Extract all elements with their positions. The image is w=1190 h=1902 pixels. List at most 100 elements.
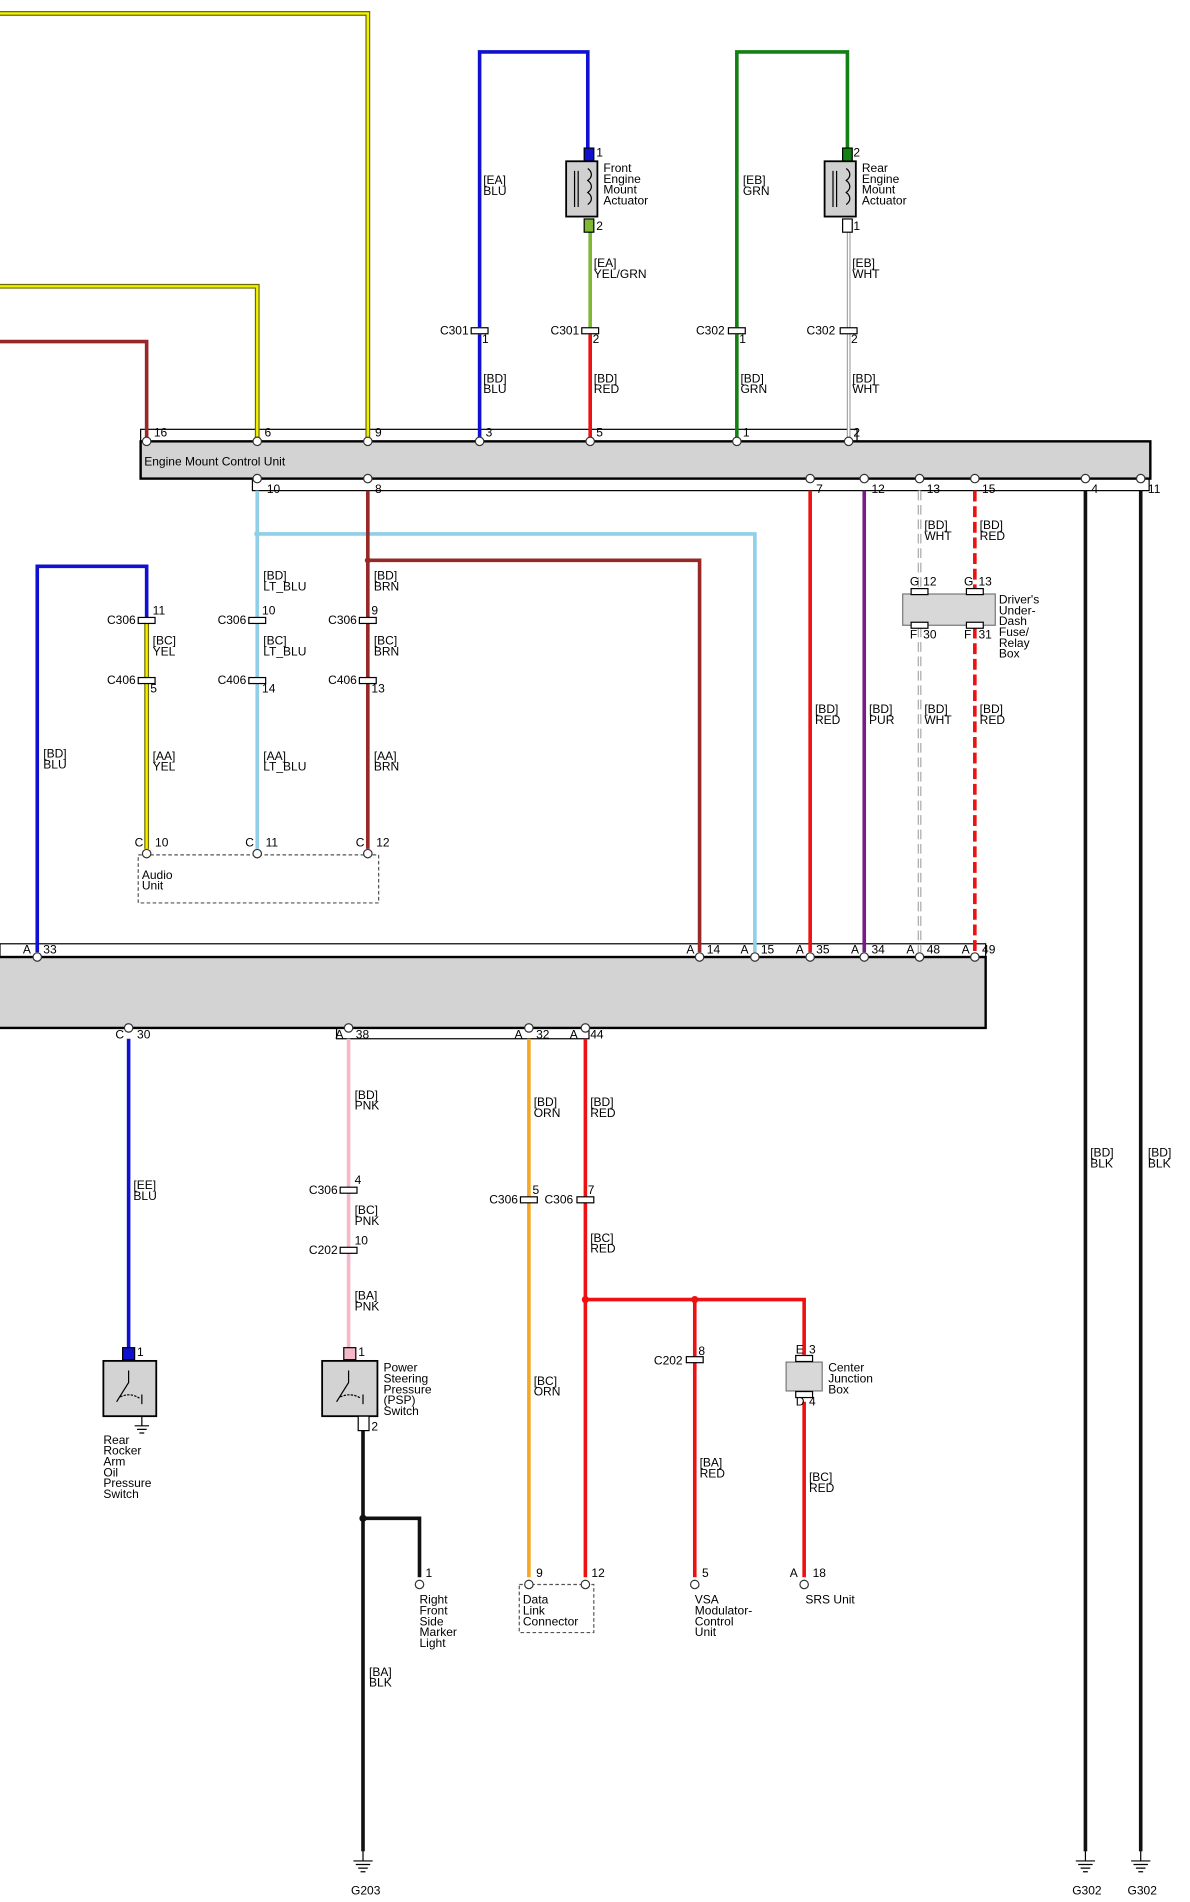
pin-text: C406 <box>218 673 247 687</box>
pin-text: C301 <box>440 323 469 337</box>
brown-wire-top <box>0 339 149 442</box>
inline-connector <box>358 676 377 685</box>
pin <box>363 473 373 484</box>
pin-text: A <box>796 942 804 956</box>
pin-text: C <box>356 835 365 849</box>
pin-text: 6 <box>264 426 271 440</box>
pin-text: 10 <box>267 482 281 496</box>
pin-text: 15 <box>761 942 775 956</box>
pin-text: 1 <box>137 1345 144 1359</box>
inline-connector <box>910 621 929 629</box>
pin <box>252 436 263 447</box>
pin-text: C406 <box>328 673 357 687</box>
blu-wire-ea <box>477 50 590 328</box>
pin <box>414 1579 425 1590</box>
pin-text: C306 <box>545 1192 574 1206</box>
inline-connector <box>519 1196 538 1204</box>
wire-label: [BC]LT_BLU <box>263 633 306 658</box>
pin-text: 10 <box>355 1233 369 1247</box>
pin-text: C302 <box>696 323 725 337</box>
wire-label: [BD]BLK <box>1148 1146 1171 1171</box>
inline-connector <box>576 1196 595 1204</box>
pin-text: C <box>245 835 254 849</box>
inline-connector <box>839 327 858 335</box>
pin-text: 33 <box>43 942 57 956</box>
pin <box>732 436 742 447</box>
inline-connector <box>470 327 489 335</box>
pin-text: A <box>686 942 694 956</box>
wire-label: [EB]GRN <box>743 173 770 198</box>
pin-text: 1 <box>358 1345 365 1359</box>
pin-text: 1 <box>596 145 603 159</box>
pin-text: 2 <box>596 219 603 233</box>
grn-wire-eb <box>735 50 850 328</box>
pin-text: F <box>964 627 971 641</box>
pin <box>859 952 870 962</box>
pin <box>524 1023 534 1033</box>
pin-text: 34 <box>871 942 885 956</box>
pin-text: A <box>335 1028 343 1042</box>
pin <box>474 436 485 447</box>
pin <box>363 436 373 447</box>
pin-text: A <box>23 942 31 956</box>
pin-text: 7 <box>588 1183 595 1197</box>
pin-text: G <box>964 575 973 589</box>
wire-label: [BD]WHT <box>924 518 952 543</box>
pin-text: C302 <box>807 323 836 337</box>
blu-wire-left <box>35 564 149 953</box>
inline-connector <box>910 587 929 596</box>
pin-text: 1 <box>426 1566 433 1580</box>
inline-connector <box>358 616 377 625</box>
wire-label: [EA]BLU <box>483 173 506 198</box>
pin-text: 5 <box>596 426 603 440</box>
wire-label: [BD]LT_BLU <box>263 569 306 594</box>
wire-label: [BC]RED <box>590 1231 616 1256</box>
wire-label: [BD]GRN <box>740 371 767 396</box>
pin-text: 18 <box>813 1566 827 1580</box>
pin-text: 15 <box>982 482 996 496</box>
pin-text: 5 <box>150 682 157 696</box>
pin-text: 8 <box>375 482 382 496</box>
pin <box>252 473 263 484</box>
wire-label: [BD]RED <box>980 702 1006 727</box>
pin-text: 11 <box>153 603 166 617</box>
pin-text: 3 <box>486 426 493 440</box>
pin-text: 1 <box>739 332 746 346</box>
pin-text: 1 <box>482 332 489 346</box>
pin-text: 11 <box>266 835 279 849</box>
pin <box>1135 473 1146 484</box>
pin-text: G <box>910 575 919 589</box>
pin-text: 2 <box>371 1420 378 1434</box>
inline-connector <box>137 676 156 685</box>
pin-text: 2 <box>851 332 858 346</box>
pin-text: 49 <box>982 942 996 956</box>
pin-text: 11 <box>1148 482 1161 496</box>
wire-label: [BC]RED <box>809 1470 835 1495</box>
pin <box>1080 473 1091 484</box>
ground-g203: G203 <box>351 1851 381 1898</box>
pin <box>689 1579 700 1590</box>
splice-dot <box>254 530 261 537</box>
wire-label: [BD]BLK <box>1090 1146 1113 1171</box>
pin-text: 7 <box>816 482 823 496</box>
pin-text: 14 <box>707 942 721 956</box>
pin <box>750 952 760 962</box>
pin <box>914 952 925 962</box>
ground-g302-b: G302 <box>1127 1851 1157 1898</box>
ground-label: G203 <box>351 1884 381 1898</box>
pin <box>694 952 705 962</box>
pin-text: A <box>740 942 748 956</box>
lower-control-unit <box>0 943 987 1040</box>
yellow-wire-top <box>0 11 371 442</box>
inline-connector <box>339 1246 358 1254</box>
inline-connector <box>685 1356 704 1364</box>
pin-text: 9 <box>375 426 382 440</box>
